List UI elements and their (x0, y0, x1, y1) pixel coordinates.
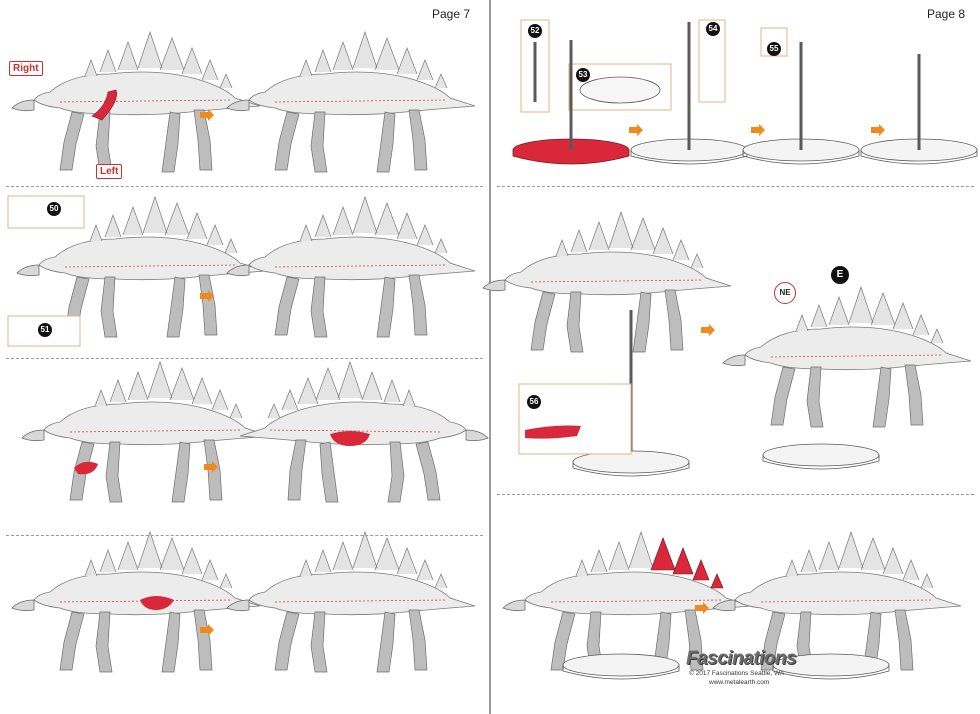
step-badge-50: 50 (47, 202, 61, 216)
stand-step-2 (630, 22, 748, 165)
arrow-right-icon (701, 324, 715, 336)
stegosaurus-mounted (722, 286, 972, 428)
section-divider (6, 358, 483, 359)
stegosaurus-assembly-step-3b (239, 361, 489, 503)
page-left: Page 7 Right Left 50 51 (0, 0, 489, 714)
step-badge-56: 56 (527, 395, 541, 409)
section-divider (497, 494, 974, 495)
ne-plate-label: NE (774, 282, 796, 304)
stand-step-4 (860, 54, 978, 165)
stegosaurus-assembly-step-2b (226, 196, 476, 338)
page-right: Page 8 52 53 54 55 56 NE (482, 0, 980, 714)
page-number: Page 8 (927, 7, 966, 21)
stegosaurus-mount-step (482, 211, 732, 353)
right-page-illustrations (482, 19, 978, 680)
section-divider (6, 186, 483, 187)
stegosaurus-assembly-step-3a (21, 361, 271, 503)
stegosaurus-assembly-step-1b (226, 31, 476, 173)
stegosaurus-assembly-step-1a (11, 31, 261, 173)
website-text: www.metalearth.com (709, 679, 770, 686)
step-badge-52: 52 (528, 24, 542, 38)
left-side-label: Left (96, 164, 123, 179)
arrow-right-icon (751, 124, 765, 136)
e-plate-label: E (831, 266, 849, 284)
section-divider (6, 535, 483, 536)
stegosaurus-assembly-step-4b (226, 531, 476, 673)
stand-base (762, 443, 880, 470)
step-badge-53: 53 (576, 68, 590, 82)
stegosaurus-plates-step (502, 531, 752, 673)
stand-base (562, 653, 680, 680)
step-badge-54: 54 (706, 22, 720, 36)
stand-step-3 (742, 42, 860, 165)
arrow-right-icon (629, 124, 643, 136)
fascinations-logo: Fascinations (686, 648, 797, 669)
left-page-illustrations (7, 31, 489, 673)
stand-base (572, 450, 690, 477)
right-side-label: Right (9, 61, 43, 76)
page-spine (489, 0, 491, 714)
page-number: Page 7 (432, 7, 471, 21)
stand-base-red (512, 40, 630, 165)
section-divider (497, 186, 974, 187)
arrow-right-icon (871, 124, 885, 136)
detail-box-50 (7, 195, 85, 229)
copyright-text: © 2017 Fascinations Seattle, WA (689, 670, 785, 677)
stegosaurus-assembly-step-4a (11, 531, 261, 673)
step-badge-51: 51 (38, 323, 52, 337)
step-badge-55: 55 (767, 42, 781, 56)
